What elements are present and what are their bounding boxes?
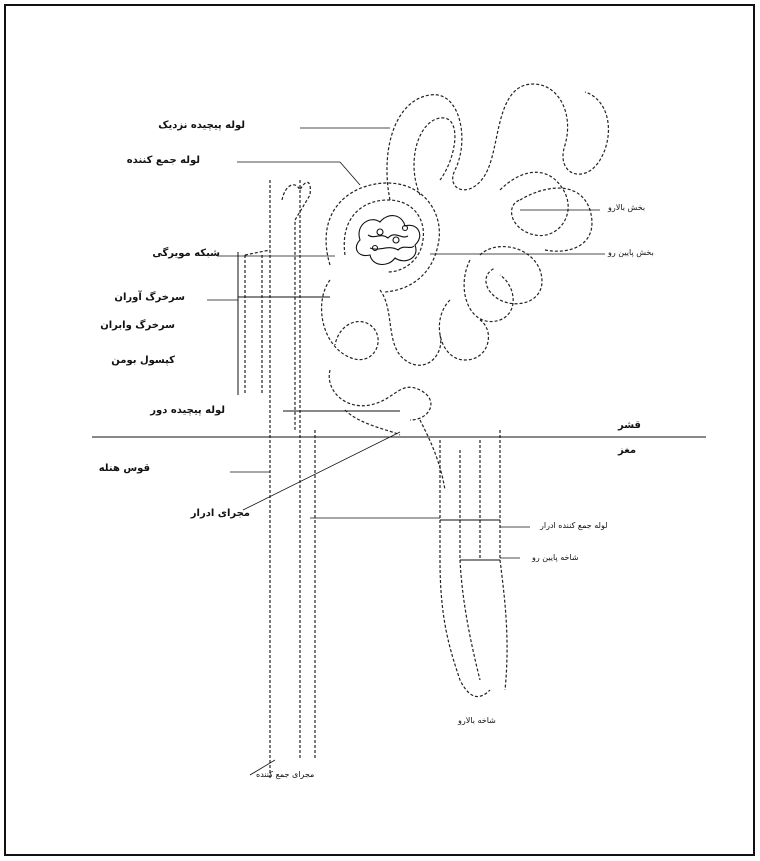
- label-medulla: مغز: [618, 445, 636, 457]
- glomerulus: [356, 216, 419, 265]
- label-urinary-duct: مجرای ادرار: [191, 508, 250, 520]
- label-proximal-convoluted: لوله پیچیده نزدیک: [158, 120, 245, 132]
- bowman-capsule-outer: [326, 183, 439, 292]
- henle-loop-inner: [460, 450, 480, 680]
- label-descending-part: بخش پایین رو: [608, 248, 654, 258]
- convoluted-tubule-upper: [387, 84, 608, 200]
- label-capillary-network: شبکه مویرگی: [152, 248, 220, 260]
- label-distal-convoluted: لوله پیچیده دور: [150, 405, 225, 417]
- lower-middle: [345, 410, 445, 490]
- label-bowman-capsule: کپسول بومن: [111, 355, 175, 367]
- left-vessel: [245, 250, 270, 395]
- label-ascending-part: بخش بالارو: [608, 203, 645, 213]
- label-cortex: قشر: [618, 420, 641, 432]
- y-vessel: [282, 182, 310, 430]
- label-henle-loop: قوس هنله: [99, 463, 150, 475]
- label-urine-collecting: لوله جمع کننده ادرار: [540, 521, 608, 531]
- label-collecting-tube: لوله جمع کننده: [127, 155, 200, 167]
- henle-loop-ascending: [500, 430, 507, 690]
- convoluted-tubule-right: [480, 188, 592, 304]
- label-descending-branch: شاخه پایین رو: [532, 553, 579, 563]
- label-ascending-branch: شاخه بالارو: [458, 716, 496, 726]
- middle-tubules: [322, 280, 441, 420]
- loop-region-right: [439, 260, 513, 360]
- label-efferent-artery: سرخرگ وابران: [100, 320, 175, 332]
- label-collecting-duct: مجرای جمع کننده: [256, 770, 314, 780]
- label-afferent-artery: سرخرگ آوران: [114, 292, 185, 304]
- convoluted-tubule-upper-2: [414, 118, 568, 236]
- henle-loop-descending: [440, 440, 490, 697]
